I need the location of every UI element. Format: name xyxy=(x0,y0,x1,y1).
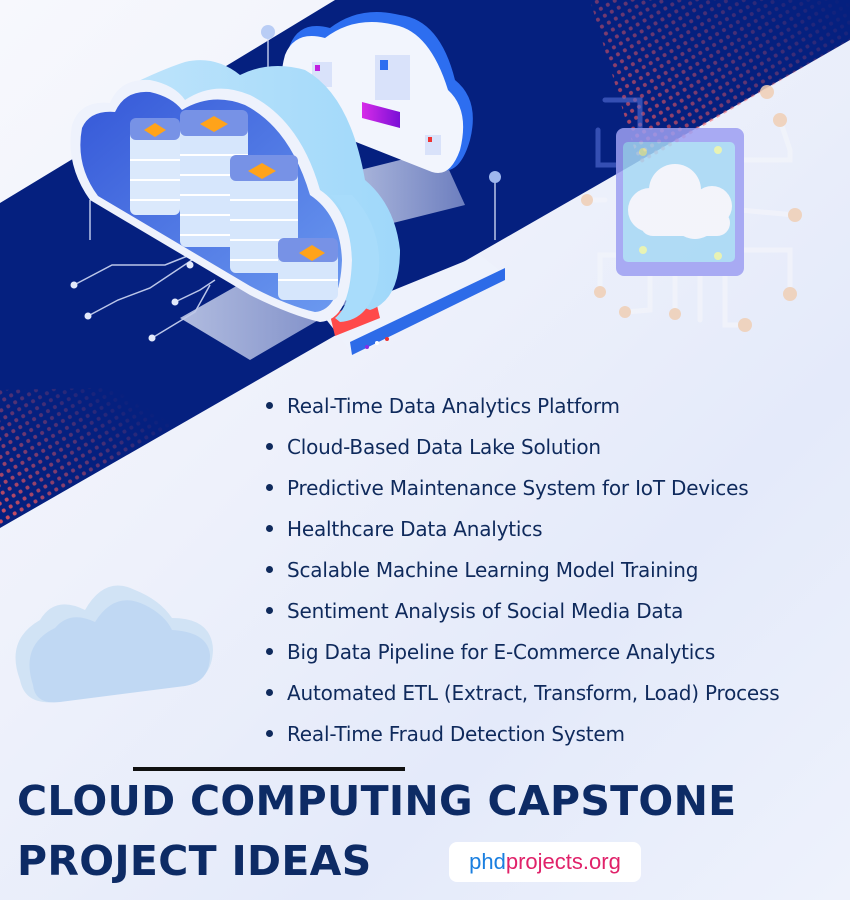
list-item: Real-Time Fraud Detection System xyxy=(264,715,779,756)
list-item: Real-Time Data Analytics Platform xyxy=(264,387,779,428)
bullet-icon xyxy=(266,443,273,450)
bullet-icon xyxy=(266,648,273,655)
list-item: Predictive Maintenance System for IoT De… xyxy=(264,469,779,510)
bullet-icon xyxy=(266,730,273,737)
bullet-icon xyxy=(266,525,273,532)
idea-text: Sentiment Analysis of Social Media Data xyxy=(287,599,684,623)
list-item: Big Data Pipeline for E-Commerce Analyti… xyxy=(264,633,779,674)
page-title-line-2: PROJECT IDEAS xyxy=(17,837,372,885)
project-ideas-list: Real-Time Data Analytics Platform Cloud-… xyxy=(264,387,780,756)
list-item: Cloud-Based Data Lake Solution xyxy=(264,428,779,469)
bullet-icon xyxy=(266,689,273,696)
bullet-icon xyxy=(266,566,273,573)
title-divider xyxy=(133,767,405,771)
idea-text: Cloud-Based Data Lake Solution xyxy=(287,435,601,459)
list-item: Scalable Machine Learning Model Training xyxy=(264,551,779,592)
light-cloud-icon xyxy=(15,585,213,703)
idea-text: Real-Time Fraud Detection System xyxy=(287,722,625,746)
page-title-line-1: CLOUD COMPUTING CAPSTONE xyxy=(17,777,737,825)
list-item: Sentiment Analysis of Social Media Data xyxy=(264,592,779,633)
cloud-chip-icon xyxy=(581,85,802,332)
idea-text: Big Data Pipeline for E-Commerce Analyti… xyxy=(287,640,716,664)
idea-text: Scalable Machine Learning Model Training xyxy=(287,558,699,582)
server-racks-icon xyxy=(130,110,338,300)
list-item: Automated ETL (Extract, Transform, Load)… xyxy=(264,674,780,715)
list-item: Healthcare Data Analytics xyxy=(264,510,779,551)
idea-text: Real-Time Data Analytics Platform xyxy=(287,394,620,418)
idea-text: Automated ETL (Extract, Transform, Load)… xyxy=(287,681,780,705)
idea-text: Predictive Maintenance System for IoT De… xyxy=(287,476,749,500)
idea-text: Healthcare Data Analytics xyxy=(287,517,543,541)
brand-domain: projects.org xyxy=(505,849,621,874)
bullet-icon xyxy=(266,402,273,409)
brand-prefix: phd xyxy=(469,849,506,874)
bullet-icon xyxy=(266,484,273,491)
cloud-dashboard-icon xyxy=(281,11,473,174)
bullet-icon xyxy=(266,607,273,614)
